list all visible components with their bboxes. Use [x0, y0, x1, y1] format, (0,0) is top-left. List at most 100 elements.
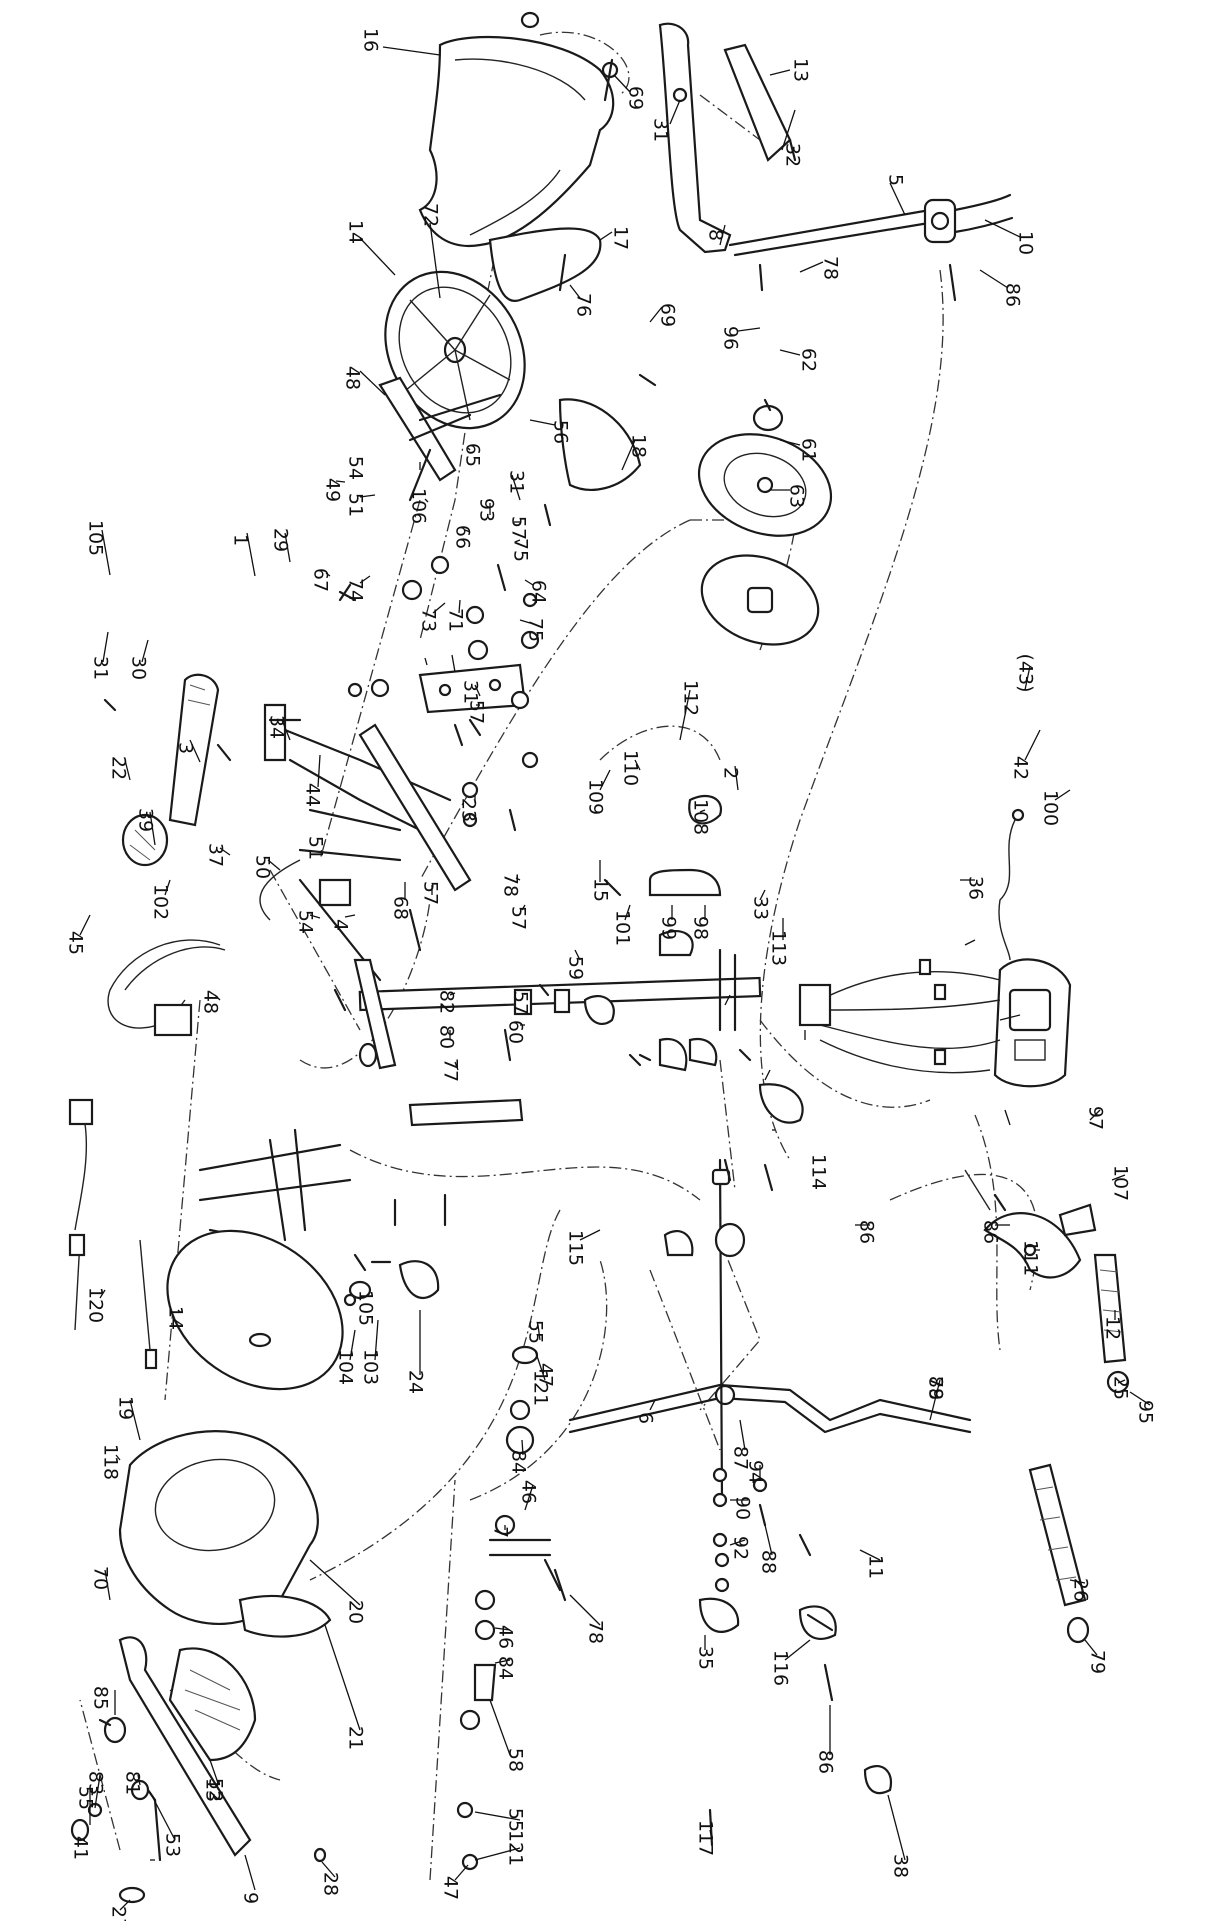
- callout-label: 75: [525, 618, 547, 642]
- callout-label: 79: [1087, 1650, 1109, 1674]
- callout-label: 115: [565, 1230, 587, 1266]
- part-113-bracket: [758, 1083, 804, 1124]
- callout-label: 25: [1110, 1376, 1132, 1400]
- callout-label: 31: [506, 470, 528, 494]
- callout-label: 57: [508, 906, 530, 930]
- callout-label: 71: [445, 608, 467, 632]
- callout-label: 5: [885, 174, 907, 186]
- callout-label: 42: [1010, 756, 1032, 780]
- callout-label: 10: [1015, 231, 1037, 255]
- callout-label: 85: [90, 1686, 112, 1710]
- callout-label: 78: [585, 1620, 607, 1644]
- callout-label: (43): [1015, 653, 1037, 692]
- callout-label: 107: [1110, 1165, 1132, 1201]
- callout-label: 48: [342, 366, 364, 390]
- callout-label: 113: [768, 930, 790, 966]
- part-39-cable: [107, 939, 226, 1037]
- callout-label: 27: [108, 1906, 130, 1921]
- callout-label: 72: [420, 203, 442, 227]
- callout-label: 118: [100, 1444, 122, 1480]
- callout-label: 73: [418, 608, 440, 632]
- callout-label: 55: [525, 1320, 547, 1344]
- callout-label: 121: [530, 1370, 552, 1406]
- callout-label: 108: [690, 799, 712, 835]
- part-4-strut: [353, 958, 397, 1070]
- callout-label: 37: [205, 843, 227, 867]
- callout-label: 76: [573, 293, 595, 317]
- part-1-main-frame: [263, 703, 472, 982]
- callout-label: 60: [505, 1020, 527, 1044]
- part-25-grip: [1093, 1253, 1130, 1394]
- callout-label: 62: [798, 348, 820, 372]
- callout-label: 90: [732, 1496, 754, 1520]
- callout-label: 111: [1020, 1240, 1042, 1276]
- callout-label: 82: [436, 990, 458, 1014]
- part-14-chainwheel-upper: [384, 270, 526, 430]
- callout-label: 98: [690, 916, 712, 940]
- callout-label: 109: [585, 779, 607, 815]
- callout-label: 17: [610, 226, 632, 250]
- callout-label: 2: [720, 767, 742, 779]
- callout-label: 16: [360, 28, 382, 52]
- callout-label: 50: [252, 855, 274, 879]
- part-61-flywheel: [697, 433, 833, 537]
- callout-label: 22: [108, 756, 130, 780]
- callout-label: 38: [890, 1854, 912, 1878]
- callout-label: 41: [70, 1836, 92, 1860]
- callout-label: 47: [535, 1363, 557, 1387]
- part-100-console: [993, 958, 1072, 1088]
- callout-label: 81: [122, 1771, 144, 1795]
- part-19-20-lower-shroud: [118, 1430, 332, 1638]
- callout-label: 99: [658, 916, 680, 940]
- part-59-plate: [408, 1098, 524, 1127]
- callout-label: 6: [635, 1412, 657, 1424]
- part-48-stabilizer-upper: [378, 376, 502, 502]
- callout-label: 13: [790, 58, 812, 82]
- callout-label: 14: [165, 1306, 187, 1330]
- callout-label: 23: [458, 798, 480, 822]
- callout-label: 8: [705, 229, 727, 241]
- callout-label: 57: [466, 700, 488, 724]
- callout-label: 120: [85, 1287, 107, 1323]
- callout-label: 77: [440, 1058, 462, 1082]
- part-7-axle-assembly: [456, 1345, 562, 1871]
- part-9-13-lower-crank-pedal: [70, 1636, 327, 1904]
- callout-label: 57: [508, 516, 530, 540]
- callout-label: 105: [355, 1290, 377, 1326]
- small-fasteners-cluster-upper: [338, 555, 540, 828]
- part-15-knob: [583, 994, 615, 1025]
- callout-label: 55: [75, 1786, 97, 1810]
- part-62-hub: [752, 404, 784, 432]
- callout-label: 35: [695, 1646, 717, 1670]
- callout-label: 46: [518, 1480, 540, 1504]
- callout-label: 44: [302, 783, 324, 807]
- callout-label: 93: [476, 498, 498, 522]
- callout-label: 54: [295, 910, 317, 934]
- callout-label: 45: [65, 931, 87, 955]
- callout-label: 31: [460, 680, 482, 704]
- callout-leader-lines: [79, 46, 1151, 1911]
- callout-label: 106: [408, 488, 430, 524]
- callout-label: 9: [240, 1892, 262, 1904]
- callout-label: 70: [90, 1566, 112, 1590]
- callout-label: 112: [680, 680, 702, 716]
- callout-label: 117: [695, 1820, 717, 1856]
- callout-label: 105: [85, 520, 107, 556]
- callout-label: 86: [980, 1220, 1002, 1244]
- callout-label: 83: [85, 1771, 107, 1795]
- part-6-11-handlebar: [568, 1383, 972, 1434]
- callout-label: 14: [345, 220, 367, 244]
- callout-label: 78: [820, 256, 842, 280]
- callout-label: 69: [657, 303, 679, 327]
- callout-label: 74: [345, 578, 367, 602]
- callout-label: 96: [720, 326, 742, 350]
- callout-label: 68: [390, 896, 412, 920]
- callout-label: 26: [1070, 1578, 1092, 1602]
- part-99-98-clamps: [658, 1037, 718, 1072]
- part-14-chainwheel-lower: [166, 1229, 344, 1391]
- callout-label: 78: [500, 873, 522, 897]
- part-63-wheel: [700, 554, 820, 646]
- callout-label: 32: [782, 143, 804, 167]
- part-44-sensor: [259, 859, 352, 921]
